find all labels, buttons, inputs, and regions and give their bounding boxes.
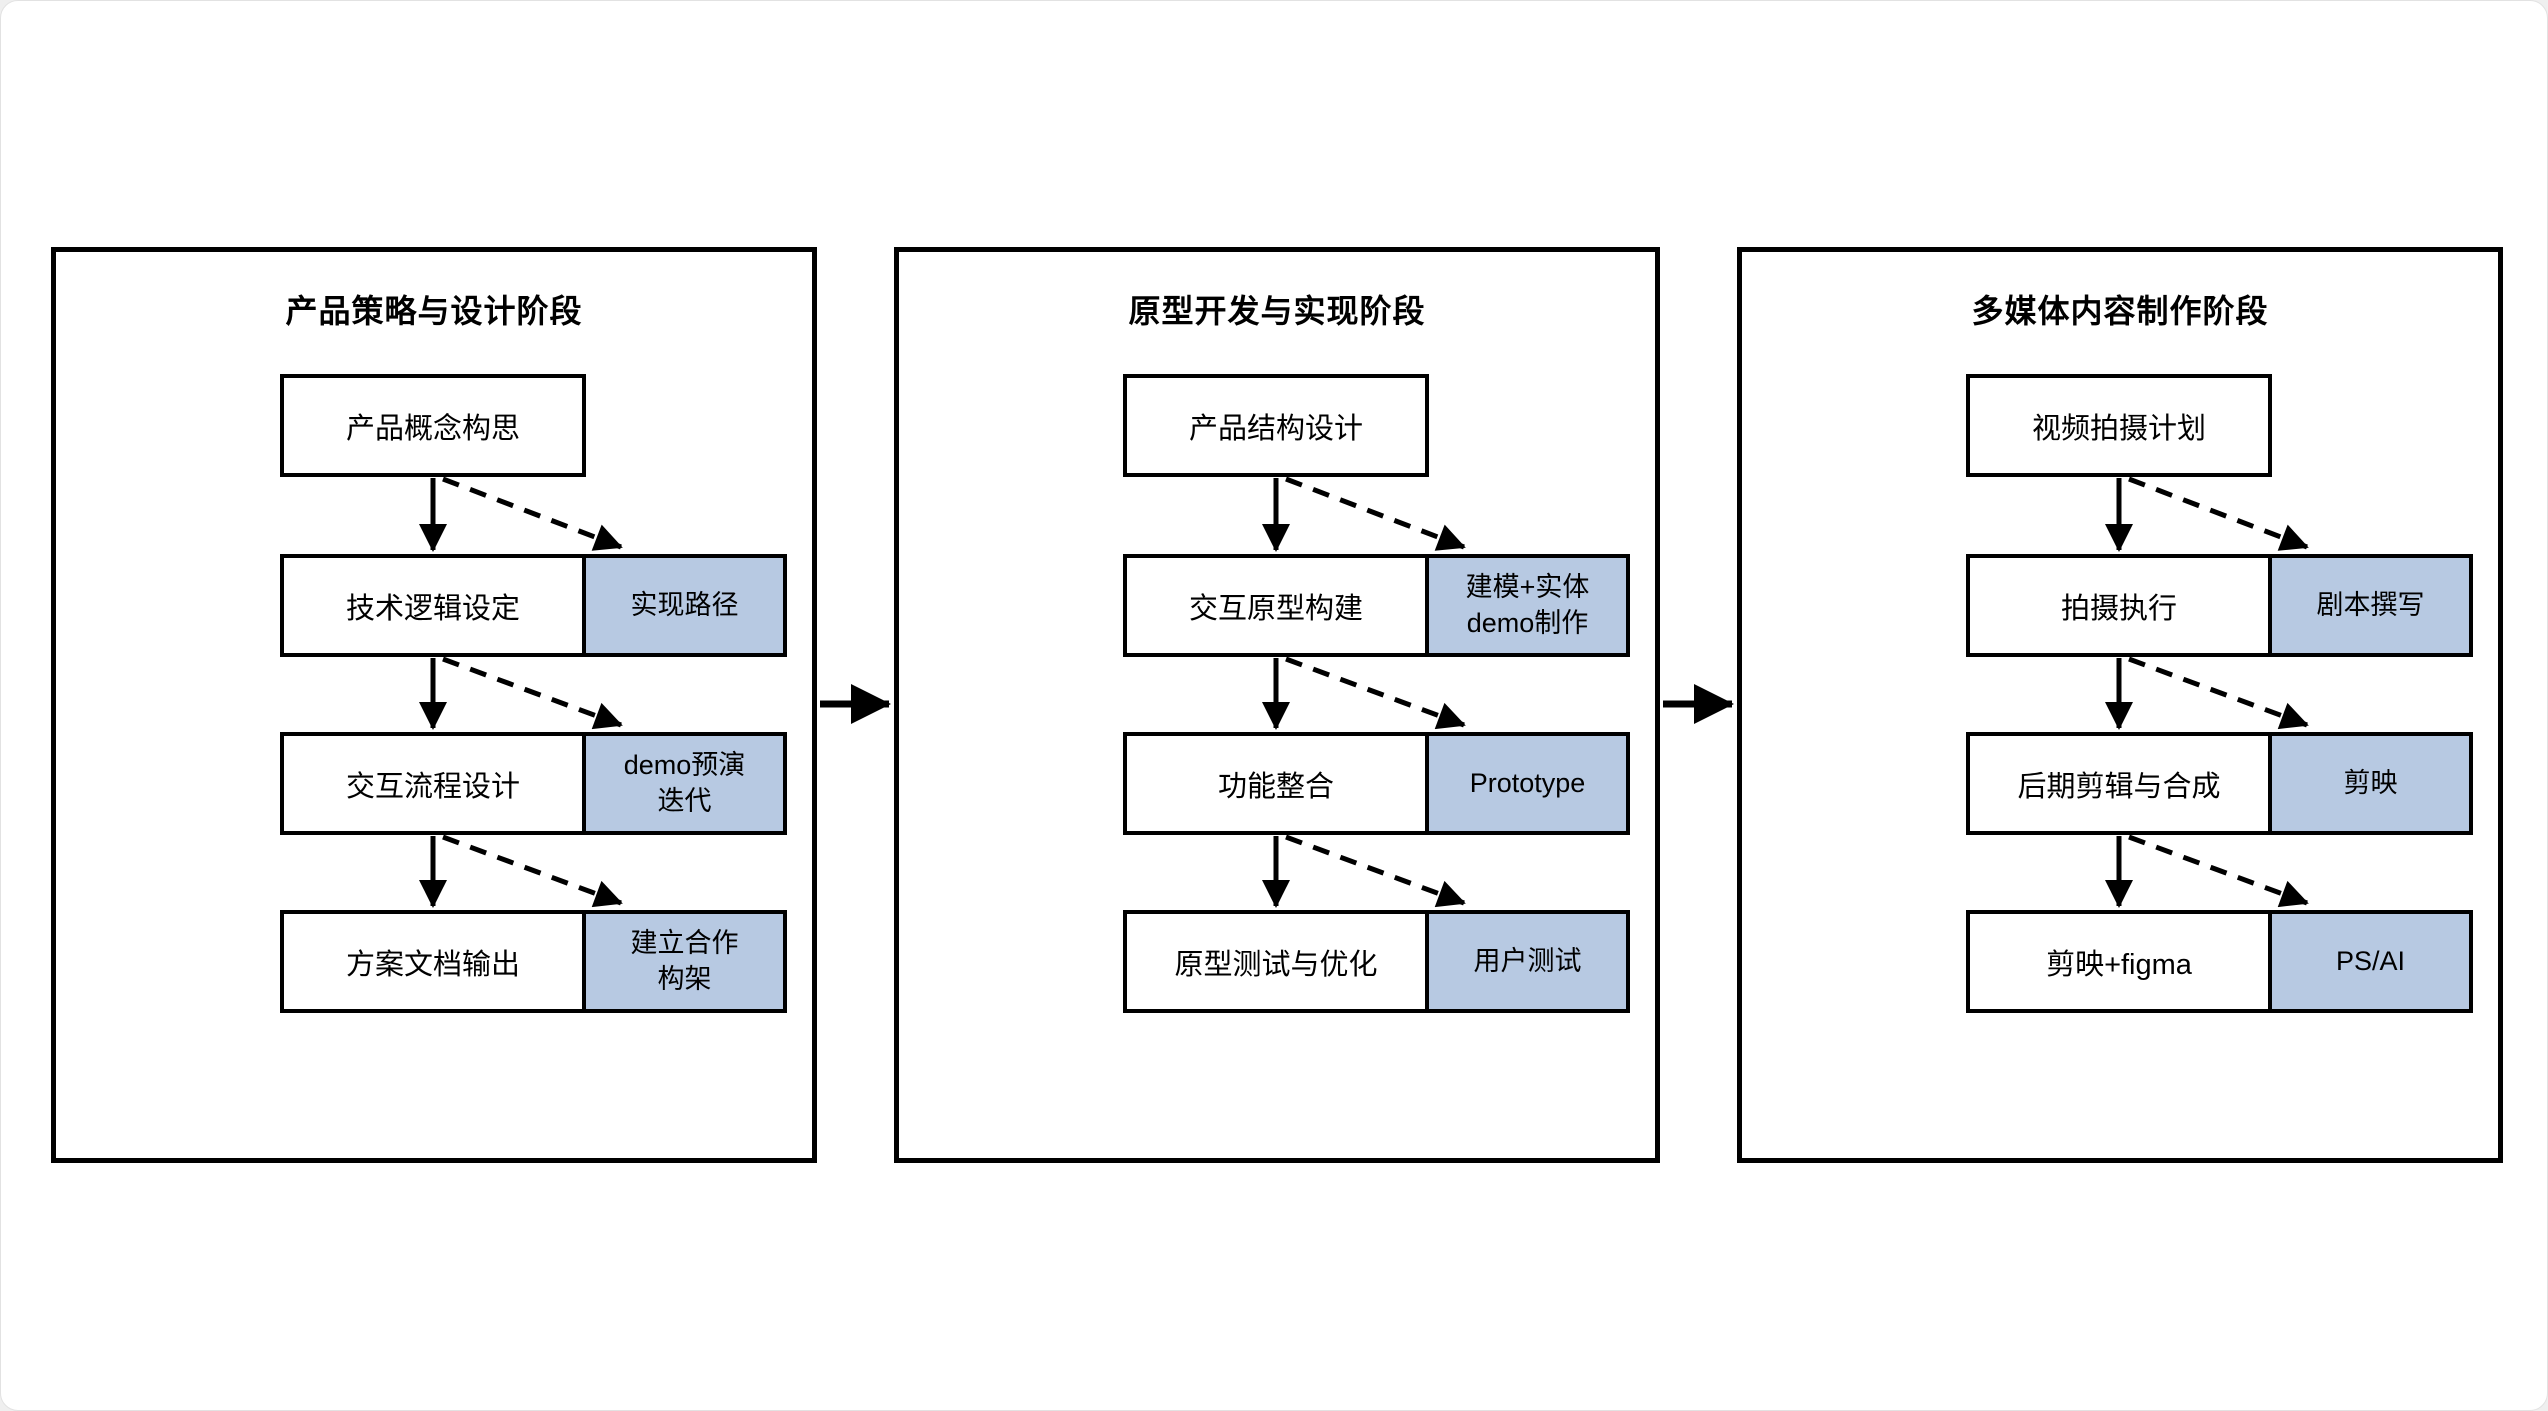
process-box: 视频拍摄计划 bbox=[1966, 374, 2272, 477]
tool-box: Prototype bbox=[1425, 732, 1630, 835]
process-box: 方案文档输出 bbox=[280, 910, 586, 1013]
process-box: 产品概念构思 bbox=[280, 374, 586, 477]
stage-title: 产品策略与设计阶段 bbox=[285, 293, 583, 329]
stage-panel-multimedia: 多媒体内容制作阶段 视频拍摄计划 拍摄执行 剧本撰写 后期剪辑与合成 剪映 剪映… bbox=[1737, 247, 2503, 1163]
process-box: 原型测试与优化 bbox=[1123, 910, 1429, 1013]
stage-panel-strategy: 产品策略与设计阶段 产品概念构思 技术逻辑设定 实现路径 交互流程设计 demo… bbox=[51, 247, 817, 1163]
process-box: 功能整合 bbox=[1123, 732, 1429, 835]
tool-box: demo预演 迭代 bbox=[582, 732, 787, 835]
tool-box: 建立合作 构架 bbox=[582, 910, 787, 1013]
tool-box: 实现路径 bbox=[582, 554, 787, 657]
tool-box: 建模+实体 demo制作 bbox=[1425, 554, 1630, 657]
process-box: 技术逻辑设定 bbox=[280, 554, 586, 657]
stage-panel-prototype: 原型开发与实现阶段 产品结构设计 交互原型构建 建模+实体 demo制作 功能整… bbox=[894, 247, 1660, 1163]
process-box: 产品结构设计 bbox=[1123, 374, 1429, 477]
process-box: 交互流程设计 bbox=[280, 732, 586, 835]
process-box: 剪映+figma bbox=[1966, 910, 2272, 1013]
stage-title: 原型开发与实现阶段 bbox=[1128, 293, 1426, 329]
process-box: 拍摄执行 bbox=[1966, 554, 2272, 657]
tool-box: 剧本撰写 bbox=[2268, 554, 2473, 657]
stage-title: 多媒体内容制作阶段 bbox=[1971, 293, 2269, 329]
tool-box: PS/AI bbox=[2268, 910, 2473, 1013]
process-box: 后期剪辑与合成 bbox=[1966, 732, 2272, 835]
tool-box: 用户测试 bbox=[1425, 910, 1630, 1013]
process-box: 交互原型构建 bbox=[1123, 554, 1429, 657]
tool-box: 剪映 bbox=[2268, 732, 2473, 835]
